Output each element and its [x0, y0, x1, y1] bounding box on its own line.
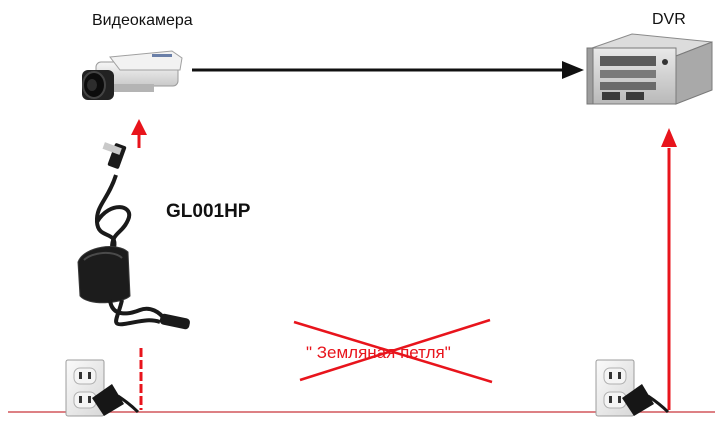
- dvr-recorder-icon: [586, 33, 713, 105]
- video-camera-icon: [82, 50, 183, 100]
- power-outlet-icon: [65, 359, 140, 417]
- camera-power-arrow: [131, 119, 147, 148]
- dvr-power-arrow: [661, 128, 677, 410]
- device-model-label: GL001HP: [166, 201, 251, 222]
- ground-loop-label: " Земляная петля": [306, 343, 451, 362]
- dvr-label: DVR: [652, 11, 686, 28]
- camera-label: Видеокамера: [92, 12, 193, 29]
- power-outlet-icon: [595, 359, 670, 417]
- ground-loop-isolator-icon: [77, 142, 190, 330]
- ground-loop-cross: [293, 318, 493, 384]
- signal-arrow: [192, 61, 584, 79]
